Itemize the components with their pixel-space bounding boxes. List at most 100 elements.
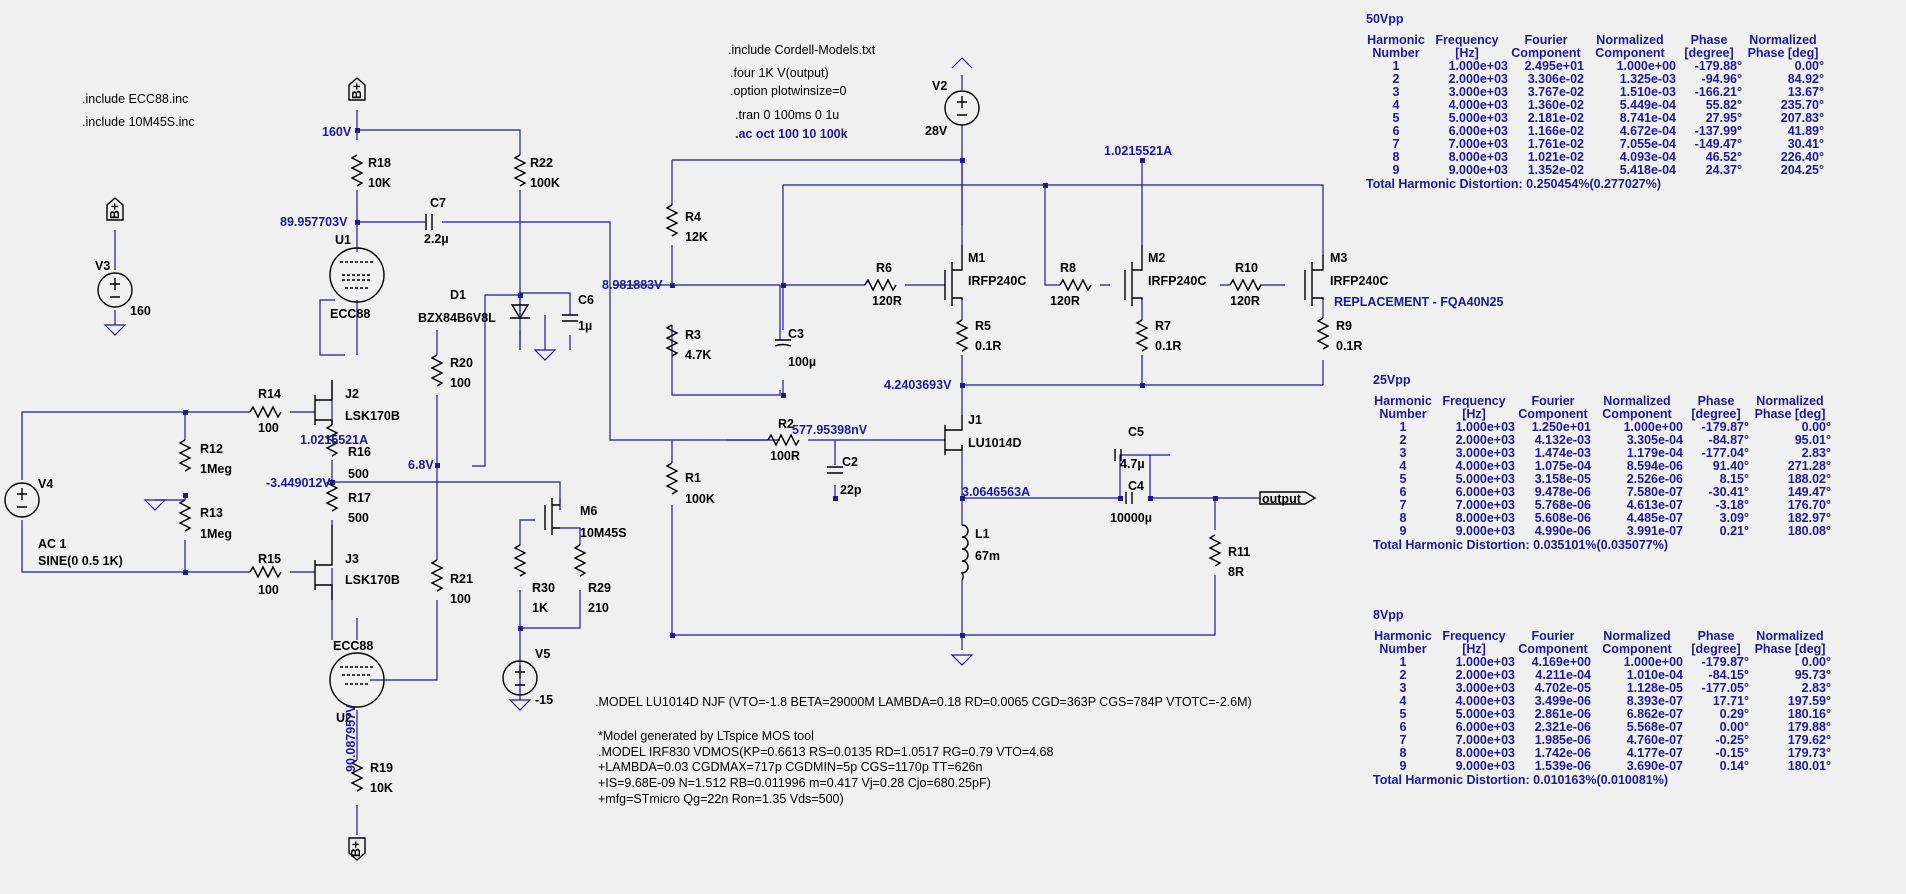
table-cell: 226.40° <box>1780 150 1824 164</box>
node-current: 1.0215521A <box>300 433 368 447</box>
table-header-cell: Harmonic <box>1374 629 1432 643</box>
schematic-label: M6 <box>580 504 597 518</box>
table-cell: 4.132e-03 <box>1534 433 1591 447</box>
ground-icon <box>951 57 973 69</box>
table-cell: 7.000e+03 <box>1448 137 1508 151</box>
table-cell: 2.000e+03 <box>1455 433 1515 447</box>
table-header-cell: [Hz] <box>1462 407 1486 421</box>
table-cell: 6.000e+03 <box>1455 485 1515 499</box>
bplus-flags: B+ B+ B+ <box>106 77 366 861</box>
schematic-label: C5 <box>1128 425 1144 439</box>
schematic-label: R19 <box>370 761 393 775</box>
table-cell: 6 <box>1392 124 1400 138</box>
table-cell: 6.000e+03 <box>1455 720 1515 734</box>
schematic-label: .four 1K V(output) <box>730 66 829 80</box>
node-voltage: 90.087957V <box>344 704 358 772</box>
thd-summary: Total Harmonic Distortion: 0.035101%(0.0… <box>1373 538 1669 552</box>
table-cell: 95.73° <box>1794 668 1831 682</box>
table-cell: 4.000e+03 <box>1448 98 1508 112</box>
schematic-label: V4 <box>38 477 53 491</box>
table-cell: 8.594e-06 <box>1626 459 1683 473</box>
table-header-cell: Phase <box>1697 629 1735 643</box>
table-header-cell: Component <box>1602 407 1672 421</box>
c4-symbol <box>1125 492 1133 504</box>
r5-symbol <box>955 319 969 352</box>
table-cell: 5.000e+03 <box>1455 472 1515 486</box>
schematic-label: 1K <box>532 601 548 615</box>
node-voltage: 6.8V <box>408 458 434 472</box>
table-cell: -149.47° <box>1694 137 1742 151</box>
table-cell: 3.305e-04 <box>1626 433 1683 447</box>
table-cell: 91.40° <box>1712 459 1749 473</box>
table-cell: 4.093e-04 <box>1619 150 1676 164</box>
schematic-label: +LAMBDA=0.03 CGDMAX=717p CGDMIN=5p CGS=1… <box>598 760 983 774</box>
schematic-label: SINE(0 0.5 1K) <box>38 554 123 568</box>
v3-symbol <box>97 272 133 308</box>
schematic-label: 500 <box>348 511 369 525</box>
schematic-label: J2 <box>345 387 359 401</box>
table-cell: 41.89° <box>1787 124 1824 138</box>
table-cell: 2.000e+03 <box>1455 668 1515 682</box>
table-cell: 4 <box>1399 459 1407 473</box>
schematic-label: M1 <box>968 251 985 265</box>
r29-symbol <box>573 544 587 577</box>
table-cell: 3.09° <box>1719 511 1749 525</box>
schematic-label: R9 <box>1336 319 1352 333</box>
table-cell: 0.21° <box>1719 524 1749 538</box>
table-cell: 1.985e-06 <box>1534 733 1591 747</box>
schematic-label: 100µ <box>788 355 816 369</box>
node-voltage: 4.2403693V <box>884 378 952 392</box>
schematic-label: 10K <box>370 781 393 795</box>
table-cell: 9.000e+03 <box>1448 163 1508 177</box>
table-cell: 55.82° <box>1705 98 1742 112</box>
zener-d1 <box>510 304 530 320</box>
table-cell: 1.742e-06 <box>1534 746 1591 760</box>
table-cell: 1.000e+00 <box>1623 655 1683 669</box>
table-cell: 7.055e-04 <box>1619 137 1676 151</box>
schematic-label: R1 <box>685 471 701 485</box>
schematic-label: R16 <box>348 445 371 459</box>
table-cell: 1.166e-02 <box>1527 124 1584 138</box>
table-cell: 2 <box>1399 668 1407 682</box>
r2-symbol <box>767 433 800 447</box>
bplus-bottom-label: B+ <box>349 841 363 857</box>
schematic-label: R10 <box>1235 261 1258 275</box>
r4-symbol <box>665 204 679 237</box>
schematic-label: 28V <box>925 124 948 138</box>
table-cell: 4.169e+00 <box>1531 655 1591 669</box>
table-header-cell: Number <box>1379 642 1427 656</box>
table-cell: 1.021e-02 <box>1527 150 1584 164</box>
table-header-cell: Component <box>1518 407 1588 421</box>
table-cell: 1.000e+00 <box>1616 59 1676 73</box>
table-header-cell: Component <box>1602 642 1672 656</box>
table-cell: 8 <box>1399 511 1407 525</box>
wires <box>21 75 1324 835</box>
table-cell: 1.539e-06 <box>1534 759 1591 773</box>
table-cell: 4.760e-07 <box>1626 733 1683 747</box>
c7-symbol <box>425 214 433 230</box>
output-label: output <box>1262 492 1302 506</box>
table-cell: 7.000e+03 <box>1455 498 1515 512</box>
table-cell: 179.73° <box>1787 746 1831 760</box>
node-voltage: 577.95398nV <box>792 423 868 437</box>
tube-u2 <box>329 652 385 708</box>
c3-symbol <box>774 339 792 347</box>
table-cell: 1.360e-02 <box>1527 98 1584 112</box>
table-cell: 3.158e-05 <box>1534 472 1591 486</box>
table-cell: -84.87° <box>1708 433 1749 447</box>
schematic-label: V2 <box>932 79 947 93</box>
l1-symbol <box>960 524 969 581</box>
table-cell: 235.70° <box>1780 98 1824 112</box>
